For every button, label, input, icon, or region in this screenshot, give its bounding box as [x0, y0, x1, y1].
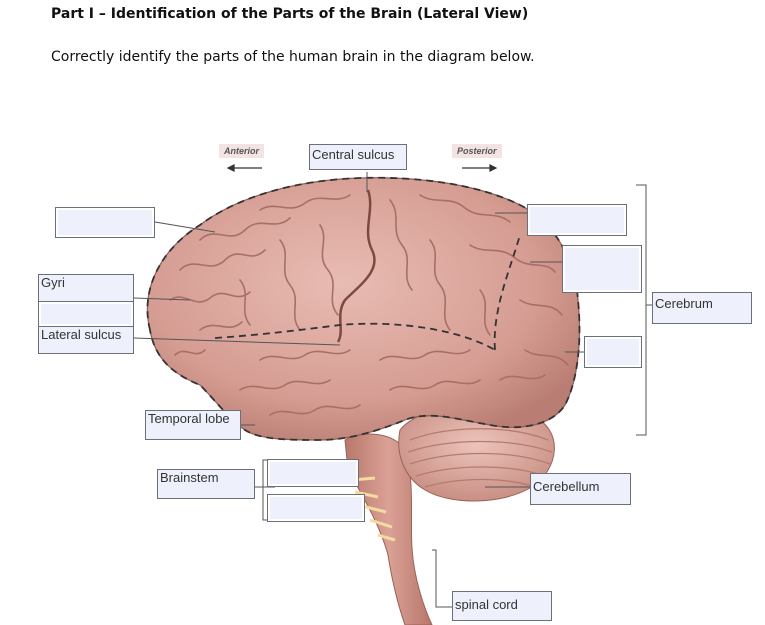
cerebrum-label: Cerebrum: [652, 292, 752, 324]
blank-label-box[interactable]: [55, 207, 155, 238]
blank-label-box[interactable]: [562, 245, 642, 293]
instruction-text: Correctly identify the parts of the huma…: [51, 49, 535, 65]
central-sulcus-label: Central sulcus: [309, 144, 407, 170]
cerebellum-label: Cerebellum: [530, 473, 631, 505]
central-sulcus-line: [336, 189, 376, 343]
cerebrum-shape: [146, 177, 581, 441]
nerve-roots: [351, 476, 396, 542]
cerebellum-folia: [407, 428, 553, 488]
spinal-cord-label: spinal cord: [452, 591, 552, 621]
blank-label-box[interactable]: [584, 336, 642, 368]
blank-label-box[interactable]: [267, 494, 365, 522]
lateral-sulcus-label: Lateral sulcus: [38, 326, 134, 354]
blank-label-box[interactable]: [267, 459, 359, 487]
posterior-tag: Posterior: [452, 144, 502, 158]
page-title: Part I – Identification of the Parts of …: [51, 6, 529, 22]
orientation-arrows: [226, 164, 498, 172]
blank-label-box[interactable]: [527, 204, 627, 236]
gyri-label: Gyri: [38, 274, 134, 302]
anterior-tag: Anterior: [219, 144, 265, 158]
blank-label-box[interactable]: [38, 301, 134, 327]
gyri-folds: [169, 194, 569, 416]
temporal-lobe-label: Temporal lobe: [145, 410, 241, 440]
leader-lines: [133, 172, 652, 608]
lobe-boundaries: [146, 176, 581, 441]
brainstem-label: Brainstem: [157, 469, 255, 499]
